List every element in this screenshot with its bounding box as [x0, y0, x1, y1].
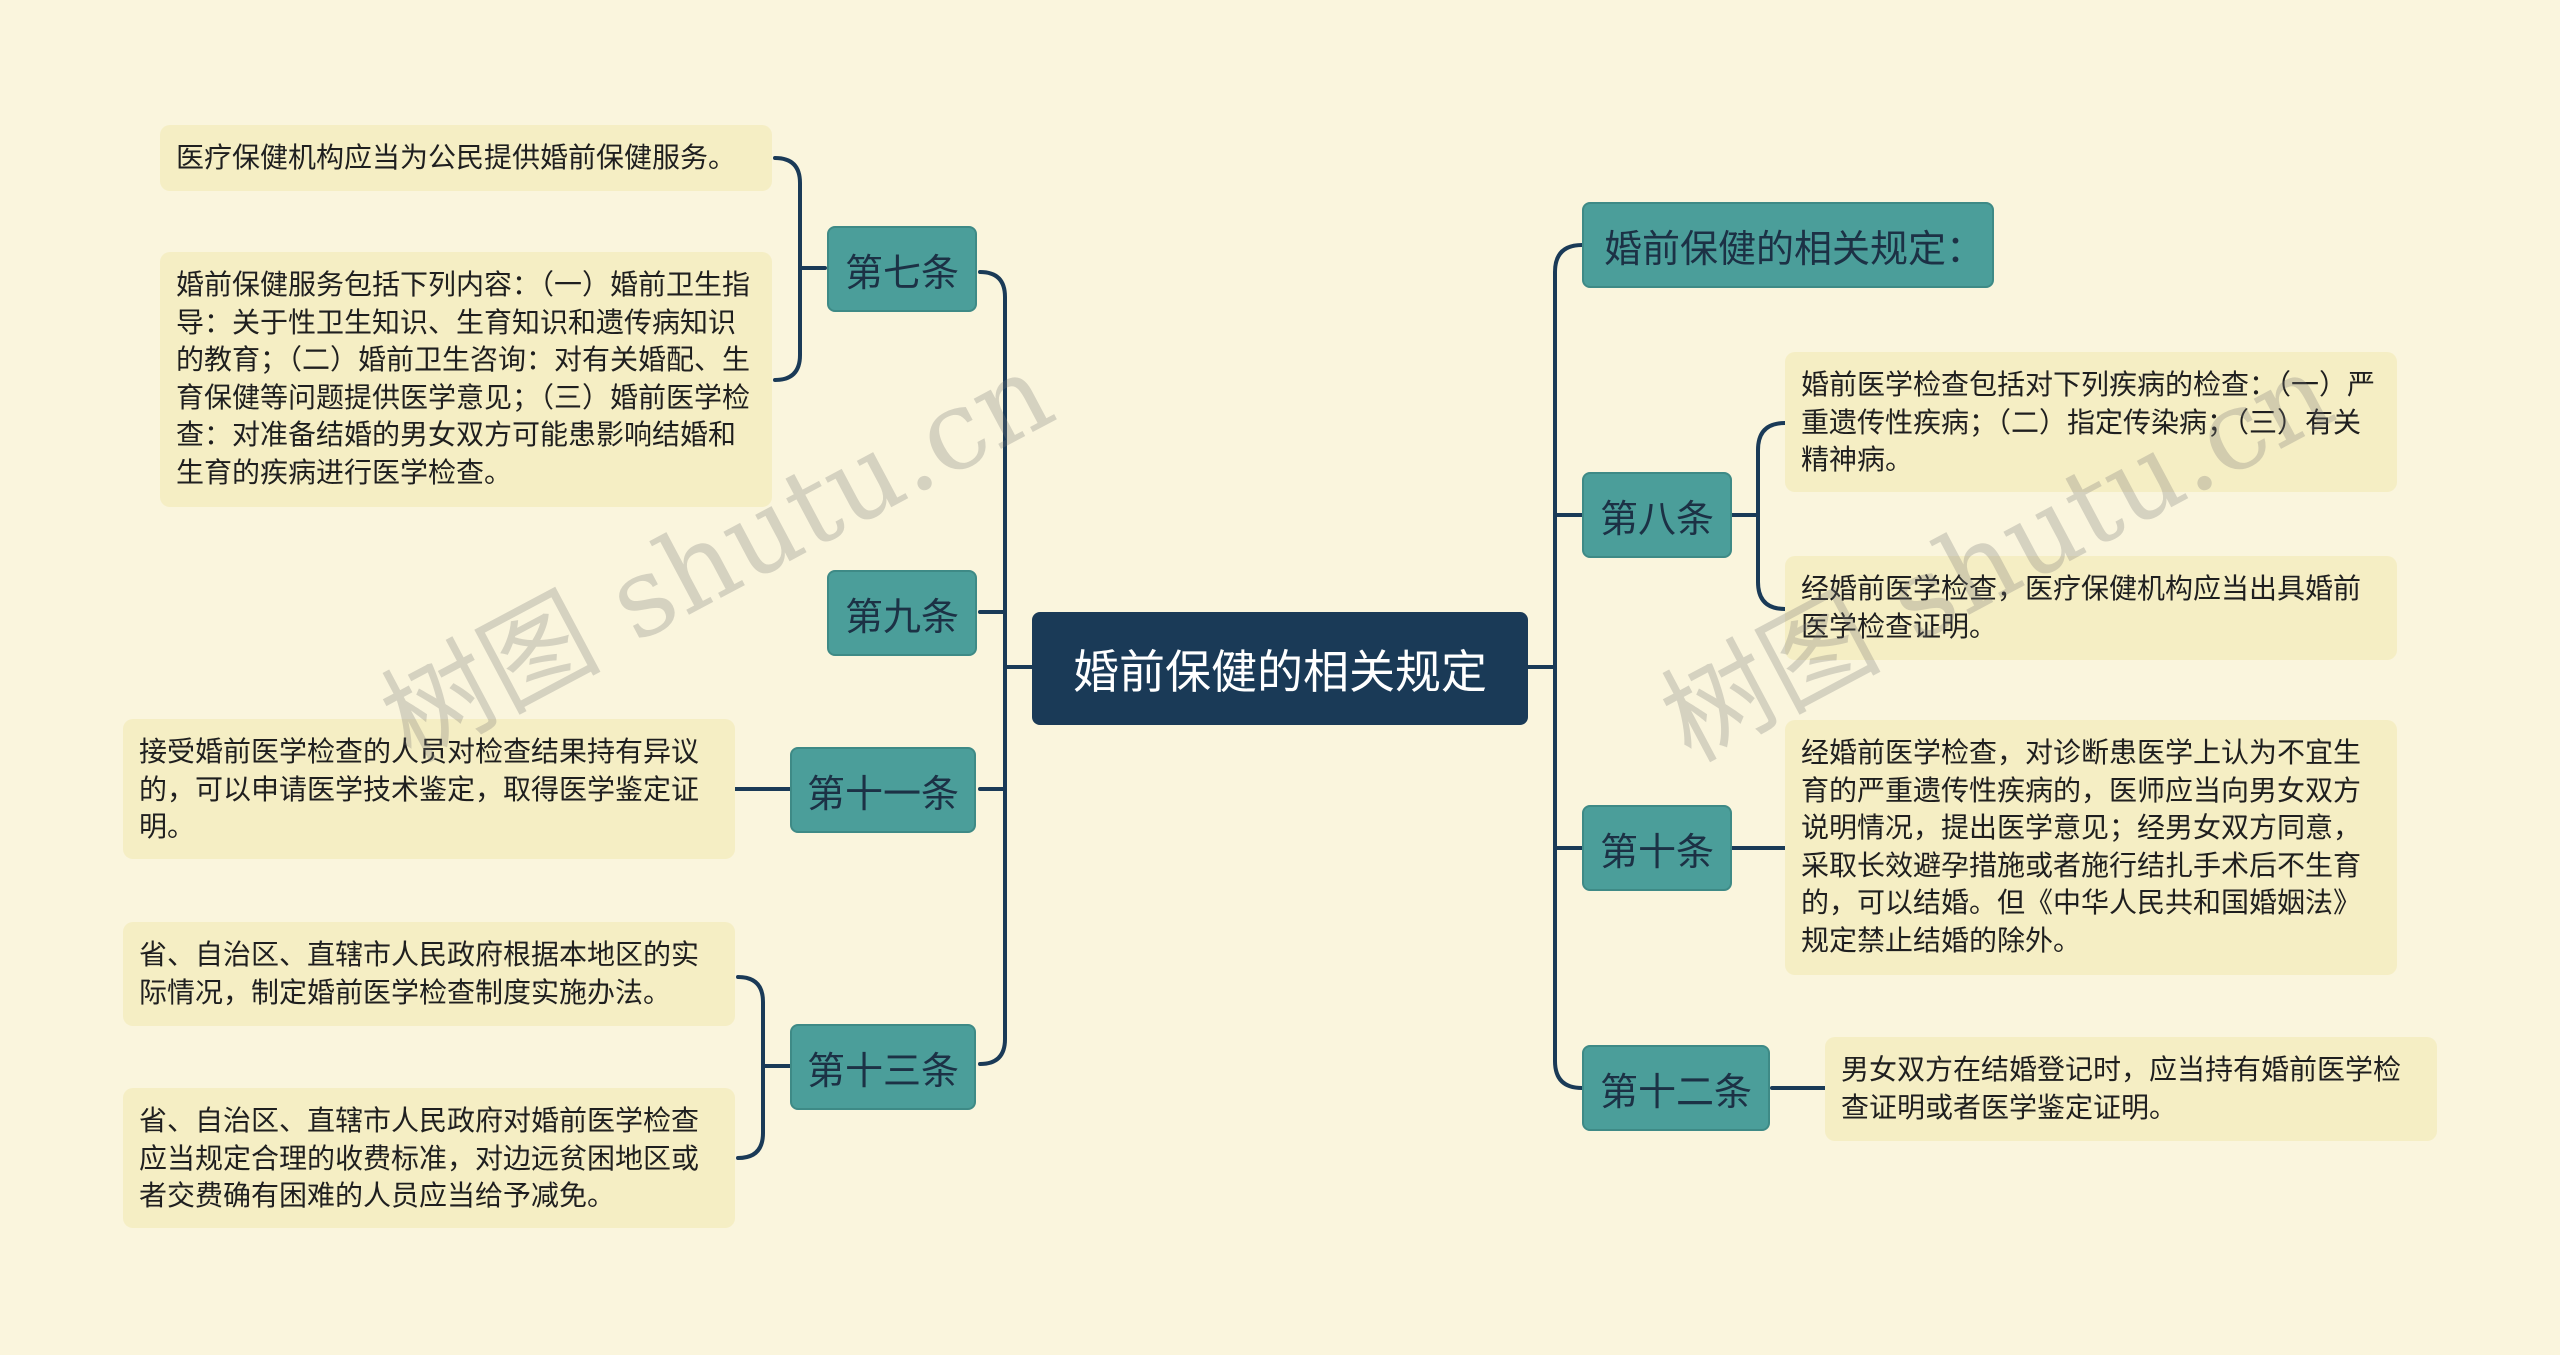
leaf-art8-2-text: 经婚前医学检查，医疗保健机构应当出具婚前医学检查证明。	[1801, 572, 2362, 643]
branch-art13-label: 第十三条	[806, 1048, 959, 1093]
branch-art8[interactable]: 第八条	[1582, 472, 1732, 558]
leaf-art7-1-text: 医疗保健机构应当为公民提供婚前保健服务。	[176, 141, 737, 174]
branch-art12-label: 第十二条	[1599, 1069, 1752, 1114]
leaf-art8-1-text: 婚前医学检查包括对下列疾病的检查：（一）严重遗传性疾病；（二）指定传染病；（三）…	[1801, 368, 2376, 476]
branch-art10-label: 第十条	[1599, 829, 1714, 874]
branch-art9-label: 第九条	[844, 594, 959, 639]
leaf-art10-1-text: 经婚前医学检查，对诊断患医学上认为不宜生育的严重遗传性疾病的，医师应当向男女双方…	[1801, 736, 2362, 957]
leaf-art13-2-text: 省、自治区、直辖市人民政府对婚前医学检查应当规定合理的收费标准，对边远贫困地区或…	[139, 1104, 700, 1212]
leaf-art11-1-text: 接受婚前医学检查的人员对检查结果持有异议的，可以申请医学技术鉴定，取得医学鉴定证…	[139, 735, 700, 843]
leaf-art7-2[interactable]: 婚前保健服务包括下列内容：（一）婚前卫生指导：关于性卫生知识、生育知识和遗传病知…	[160, 252, 772, 507]
branch-art11-label: 第十一条	[806, 771, 959, 816]
branch-intro[interactable]: 婚前保健的相关规定：	[1582, 202, 1994, 288]
leaf-art7-2-text: 婚前保健服务包括下列内容：（一）婚前卫生指导：关于性卫生知识、生育知识和遗传病知…	[176, 268, 751, 489]
connector-art8-bracket	[1756, 421, 1787, 611]
leaf-art8-2[interactable]: 经婚前医学检查，医疗保健机构应当出具婚前医学检查证明。	[1785, 556, 2397, 660]
branch-art10[interactable]: 第十条	[1582, 805, 1732, 891]
leaf-art12-1[interactable]: 男女双方在结婚登记时，应当持有婚前医学检查证明或者医学鉴定证明。	[1825, 1037, 2437, 1141]
leaf-art13-1[interactable]: 省、自治区、直辖市人民政府根据本地区的实际情况，制定婚前医学检查制度实施办法。	[123, 922, 735, 1026]
branch-art7-label: 第七条	[844, 250, 959, 295]
leaf-art8-1[interactable]: 婚前医学检查包括对下列疾病的检查：（一）严重遗传性疾病；（二）指定传染病；（三）…	[1785, 352, 2397, 492]
leaf-art10-1[interactable]: 经婚前医学检查，对诊断患医学上认为不宜生育的严重遗传性疾病的，医师应当向男女双方…	[1785, 720, 2397, 975]
leaf-art12-1-text: 男女双方在结婚登记时，应当持有婚前医学检查证明或者医学鉴定证明。	[1841, 1053, 2402, 1124]
connector-right-trunk	[1553, 243, 1584, 1090]
branch-art7[interactable]: 第七条	[827, 226, 977, 312]
branch-intro-label: 婚前保健的相关规定：	[1604, 226, 1985, 271]
connector-left-trunk	[978, 270, 1007, 1066]
leaf-art11-1[interactable]: 接受婚前医学检查的人员对检查结果持有异议的，可以申请医学技术鉴定，取得医学鉴定证…	[123, 719, 735, 859]
leaf-art13-1-text: 省、自治区、直辖市人民政府根据本地区的实际情况，制定婚前医学检查制度实施办法。	[139, 938, 700, 1009]
branch-art11[interactable]: 第十一条	[790, 747, 976, 833]
branch-art8-label: 第八条	[1599, 496, 1714, 541]
connector-art7-bracket	[773, 156, 802, 382]
connector-art13-bracket	[736, 975, 765, 1160]
root-label: 婚前保健的相关规定	[1073, 644, 1487, 699]
root-node[interactable]: 婚前保健的相关规定	[1032, 612, 1528, 725]
branch-art13[interactable]: 第十三条	[790, 1024, 976, 1110]
branch-art12[interactable]: 第十二条	[1582, 1045, 1770, 1131]
leaf-art13-2[interactable]: 省、自治区、直辖市人民政府对婚前医学检查应当规定合理的收费标准，对边远贫困地区或…	[123, 1088, 735, 1228]
leaf-art7-1[interactable]: 医疗保健机构应当为公民提供婚前保健服务。	[160, 125, 772, 191]
branch-art9[interactable]: 第九条	[827, 570, 977, 656]
